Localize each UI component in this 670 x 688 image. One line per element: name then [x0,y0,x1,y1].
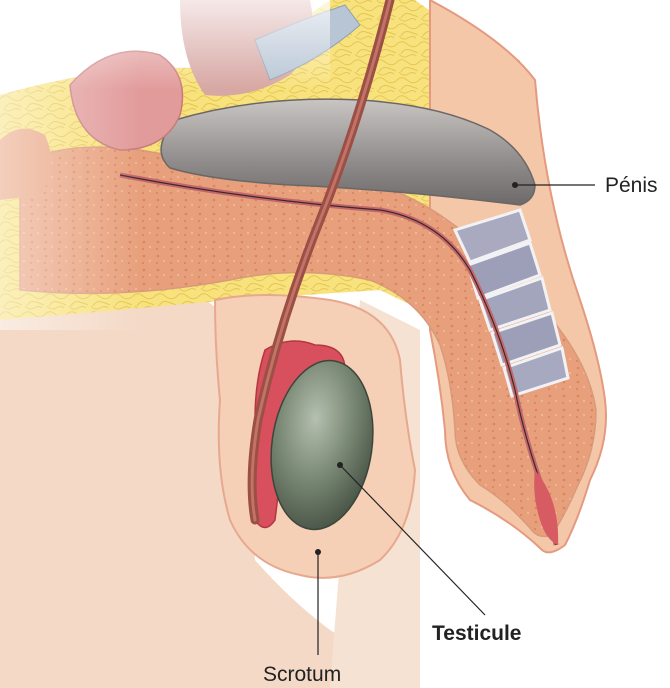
label-testicule: Testicule [432,622,521,645]
label-scrotum: Scrotum [263,663,341,686]
label-penis: Pénis [605,174,658,197]
